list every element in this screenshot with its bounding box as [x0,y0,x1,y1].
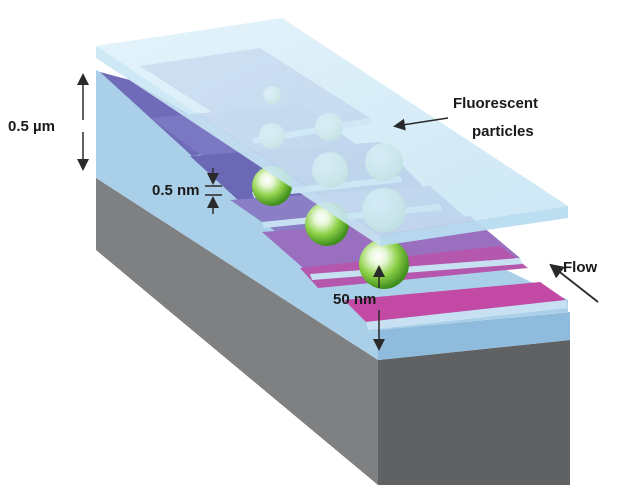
substrate-front [378,340,570,485]
label-step-height: 0.5 nm [152,182,200,199]
substrate-side [96,178,378,485]
substrate [96,178,570,485]
dimension-step-height: 0.5 nm [152,168,222,214]
dimension-step-depth: 50 nm [333,265,385,351]
flow-indicator: Flow [549,259,599,303]
lid-front-edge [380,206,568,246]
flow-arrow-icon [549,263,599,303]
label-flow: Flow [563,259,597,276]
step-riser-5 [366,300,568,330]
step-band-8 [344,282,566,322]
channel-front [378,312,570,360]
label-particles-line2: particles [472,123,534,140]
channel-lid [96,18,568,246]
label-step-depth: 50 nm [333,291,376,308]
lid-top [96,18,568,235]
label-channel-height: 0.5 µm [8,118,55,135]
dimension-channel-height: 0.5 µm [8,73,89,171]
particle [359,239,409,289]
lid-side-edge [96,46,380,246]
label-particles-line1: Fluorescent [453,95,538,112]
callout-particles: Fluorescent particles [393,95,538,140]
